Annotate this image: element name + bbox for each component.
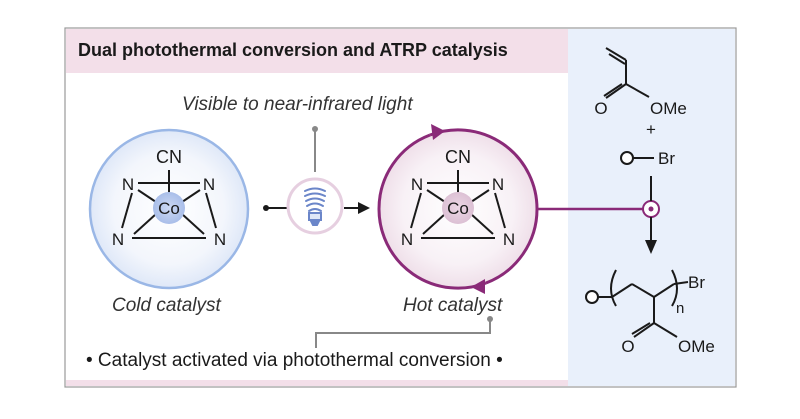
initiator-core-icon xyxy=(620,151,634,165)
reaction-arrowhead xyxy=(645,240,657,254)
hot-cycle-arrowhead-top xyxy=(431,124,445,140)
footer-connector-dot xyxy=(487,316,493,322)
polymer-ome-label: OMe xyxy=(678,337,715,356)
carbonyl-o-label: O xyxy=(594,99,607,118)
polymer-carbonyl-o: O xyxy=(621,337,634,356)
light-label: Visible to near-infrared light xyxy=(182,94,413,115)
hot-co-label: Co xyxy=(447,199,469,218)
cold-n-label: N xyxy=(122,175,134,194)
hot-n-label: N xyxy=(492,175,504,194)
plus-sign: + xyxy=(646,120,656,139)
catalysis-node-dot xyxy=(648,206,654,212)
monomer-ome-label: OMe xyxy=(650,99,687,118)
light-bulb-icon xyxy=(304,187,326,226)
hot-complex xyxy=(410,170,506,239)
hot-cn-label: CN xyxy=(445,147,471,167)
arrow-head xyxy=(358,202,370,214)
cold-cn-label: CN xyxy=(156,147,182,167)
footer-caption: • Catalyst activated via photothermal co… xyxy=(86,350,503,371)
polymer-br-label: Br xyxy=(688,273,705,292)
cold-n-label: N xyxy=(112,230,124,249)
cold-cobalt-center xyxy=(153,192,185,224)
light-connector-dot xyxy=(312,126,318,132)
hot-cycle-arc-bottom xyxy=(377,208,487,290)
acrylate-structure xyxy=(603,47,650,99)
cold-co-label: Co xyxy=(158,199,180,218)
polymer-core-icon xyxy=(585,290,599,304)
figure-title: Dual photothermal conversion and ATRP ca… xyxy=(78,40,508,60)
polymer-repeat-n: n xyxy=(676,300,684,317)
cold-catalyst-label: Cold catalyst xyxy=(112,295,221,316)
hot-cycle-arc-right xyxy=(485,208,539,285)
footer-band xyxy=(66,380,568,386)
light-bulb-badge xyxy=(286,177,344,235)
hot-n-label: N xyxy=(401,230,413,249)
hot-n-label: N xyxy=(411,175,423,194)
title-band xyxy=(66,29,568,73)
hot-cobalt-center xyxy=(442,192,474,224)
initiator-br-label: Br xyxy=(658,149,675,168)
cold-n-label: N xyxy=(214,230,226,249)
footer-connector xyxy=(315,318,491,348)
hot-n-label: N xyxy=(503,230,515,249)
cold-complex xyxy=(121,170,217,239)
hot-cycle-arc-top xyxy=(429,128,539,210)
cold-n-label: N xyxy=(203,175,215,194)
hot-catalyst-label: Hot catalyst xyxy=(403,295,503,316)
hot-cycle-arrowhead-bottom xyxy=(471,279,485,294)
polymer-structure xyxy=(598,269,689,338)
hot-cycle-arc-left xyxy=(377,133,431,210)
